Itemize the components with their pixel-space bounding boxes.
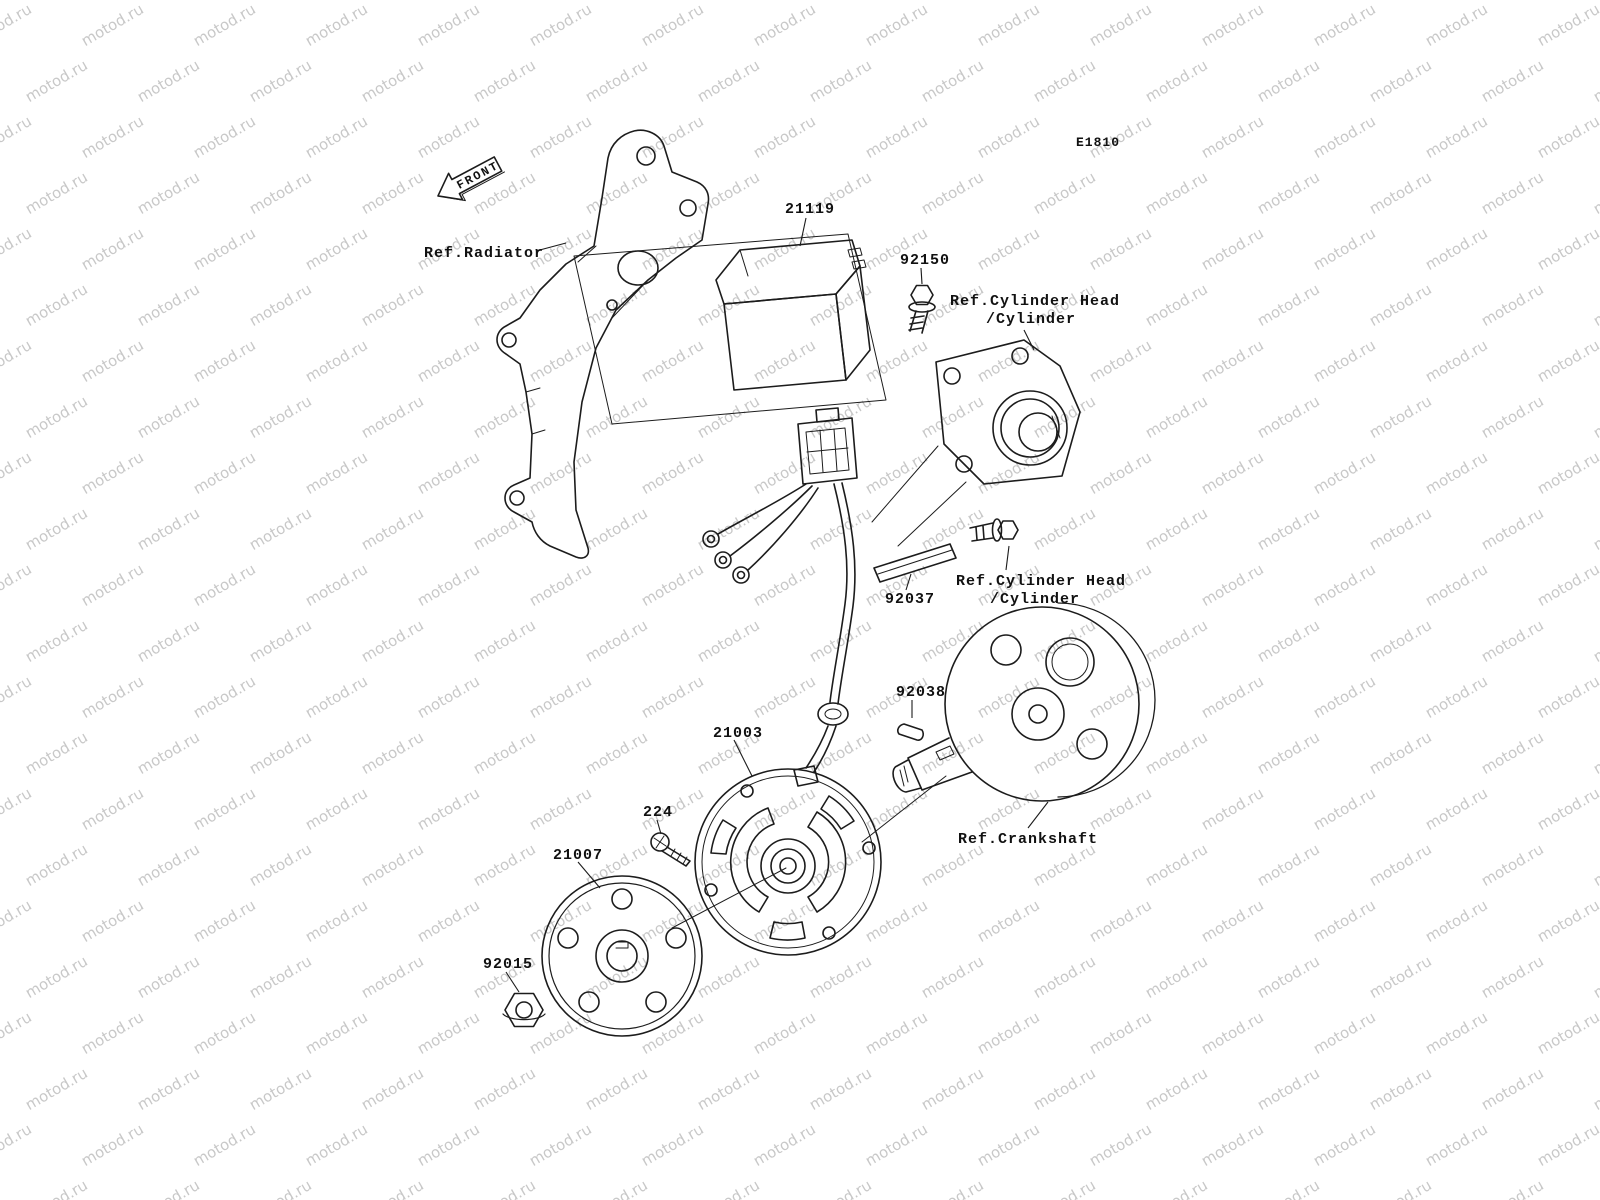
label-92150: 92150	[900, 252, 950, 269]
label-21119: 21119	[785, 201, 835, 218]
cylinder-head-bracket	[871, 339, 1081, 547]
plate-92037	[873, 543, 957, 583]
bolt-92150	[908, 284, 936, 334]
label-ref-cylinder-head-1-line2: /Cylinder	[986, 311, 1076, 328]
radiator-bracket	[496, 129, 710, 559]
stator-assembly	[694, 765, 882, 956]
label-92015: 92015	[483, 956, 533, 973]
bolt-cylinder-head-lower	[969, 518, 1019, 542]
mounting-plane-lines	[573, 233, 887, 425]
igniter-unit	[715, 239, 871, 391]
label-92038: 92038	[896, 684, 946, 701]
crankshaft	[892, 602, 1156, 802]
label-ref-cylinder-head-2-line1: Ref.Cylinder Head	[956, 573, 1126, 590]
sheet-code: E1810	[1076, 135, 1120, 150]
label-ref-cylinder-head-2-line2: /Cylinder	[990, 591, 1080, 608]
label-21003: 21003	[713, 725, 763, 742]
screw-224	[650, 832, 691, 867]
woodruff-key-92038	[897, 723, 924, 741]
label-21007: 21007	[553, 847, 603, 864]
nut-92015	[502, 992, 546, 1028]
assembly-axis-lines	[671, 775, 947, 929]
leader-lines	[505, 217, 1049, 993]
label-224: 224	[643, 804, 673, 821]
label-ref-cylinder-head-1-line1: Ref.Cylinder Head	[950, 293, 1120, 310]
stator-wiring-connector	[702, 407, 858, 773]
label-92037: 92037	[885, 591, 935, 608]
label-ref-crankshaft: Ref.Crankshaft	[958, 831, 1098, 848]
front-arrow-icon	[437, 156, 505, 202]
label-ref-radiator: Ref.Radiator	[424, 245, 544, 262]
rotor-flywheel	[541, 875, 703, 1037]
